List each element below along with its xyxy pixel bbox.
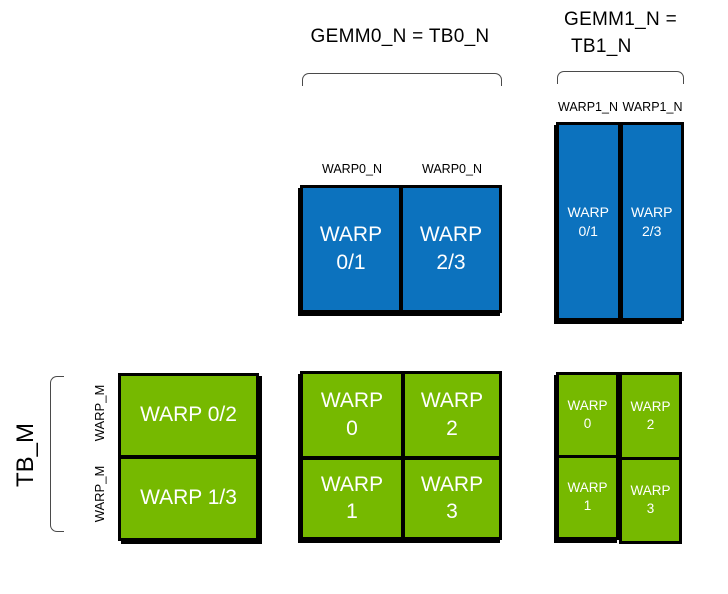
warp-cell: WARP 0: [567, 397, 608, 431]
gemm1-warp-grid-col1: WARP 0 WARP 1: [556, 372, 619, 540]
gemm0-n-title: GEMM0_N = TB0_N: [310, 26, 490, 47]
gemm1-n-title-line2: TB1_N: [571, 36, 632, 57]
tb-m-warp-block: WARP 0/2 WARP 1/3: [118, 373, 259, 541]
gemm0-accumulator-block: WARP 0/1 WARP 2/3: [300, 185, 502, 313]
gemm0-warp-grid: WARP 0 WARP 2 WARP 1 WARP 3: [300, 371, 502, 540]
warp-cell: WARP 1: [303, 455, 401, 538]
gemm1-warp-grid-col2: WARP 2 WARP 3: [619, 372, 682, 544]
tb-m-bracket: [50, 376, 64, 532]
warp0-n-label-left: WARP0_N: [322, 162, 382, 176]
warp1-n-label-left: WARP1_N: [558, 100, 618, 114]
warp-cell: WARP 0: [320, 389, 384, 440]
warp0-n-label-right: WARP0_N: [422, 162, 482, 176]
tb0-n-bracket: [302, 73, 502, 86]
warp-cell: WARP 2/3: [617, 125, 682, 318]
warp-cell: WARP 2: [630, 398, 671, 432]
warp1-n-label-right: WARP1_N: [622, 100, 683, 114]
gemm1-n-title: GEMM1_N = TB1_N: [564, 6, 714, 60]
warp-row: WARP 1/3: [121, 455, 256, 538]
warp-cell: WARP 0/1: [319, 222, 383, 274]
warp-cell: WARP 0/1: [567, 203, 609, 239]
warp-row: WARP 0/2: [140, 403, 237, 427]
gemm1-accumulator-block: WARP 0/1 WARP 2/3: [556, 122, 684, 321]
tb1-n-bracket: [557, 71, 684, 84]
tb-m-label: TB_M: [12, 423, 39, 488]
gemm1-n-title-line1: GEMM1_N =: [564, 9, 678, 30]
warp-cell: WARP 2/3: [399, 188, 499, 310]
warp-cell: WARP 2: [401, 374, 499, 456]
warp-cell: WARP 1: [559, 454, 616, 538]
warp-cell: WARP 3: [622, 456, 679, 542]
warp-cell: WARP 3: [401, 455, 499, 537]
warp-m-label-bottom: WARP_M: [92, 465, 107, 523]
warp-m-label-top: WARP_M: [92, 384, 107, 442]
